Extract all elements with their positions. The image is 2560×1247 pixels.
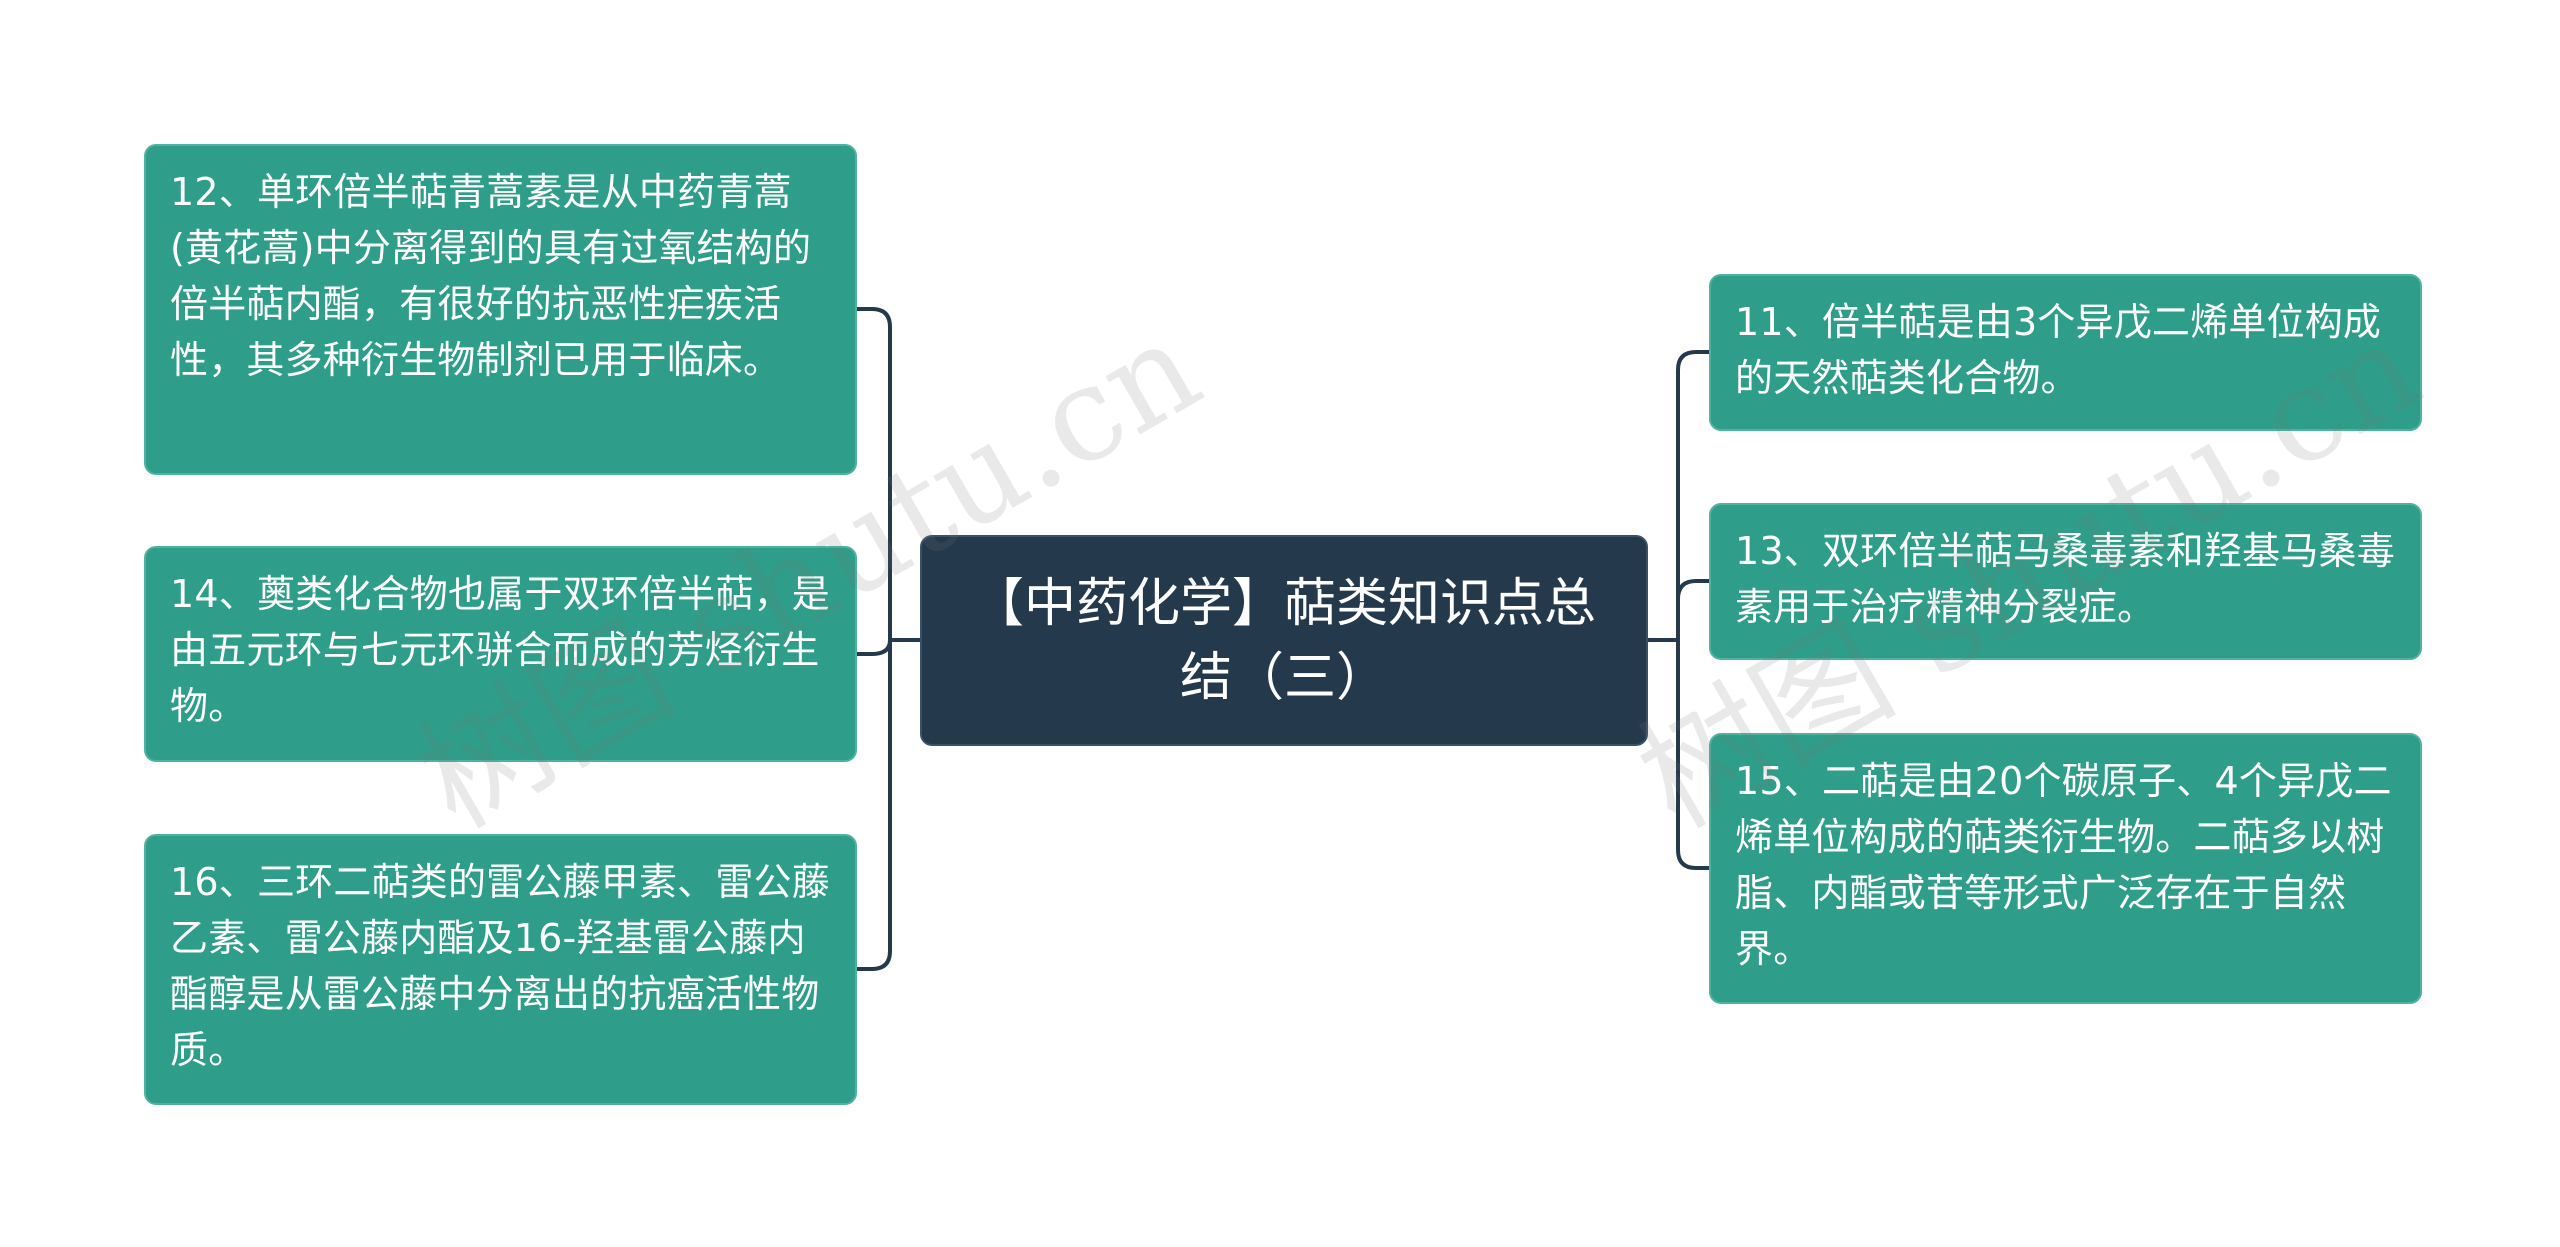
connector-left-to-node-12 (855, 307, 892, 642)
topic-node-12[interactable]: 12、单环倍半萜青蒿素是从中药青蒿(黄花蒿)中分离得到的具有过氧结构的倍半萜内酯… (144, 144, 857, 475)
topic-node-12-text: 12、单环倍半萜青蒿素是从中药青蒿(黄花蒿)中分离得到的具有过氧结构的倍半萜内酯… (170, 170, 812, 382)
topic-node-16-text: 16、三环二萜类的雷公藤甲素、雷公藤乙素、雷公藤内酯及16-羟基雷公藤内酯醇是从… (170, 860, 830, 1072)
topic-node-14[interactable]: 14、薁类化合物也属于双环倍半萜，是由五元环与七元环骈合而成的芳烃衍生物。 (144, 546, 857, 762)
connector-right-to-node-13 (1676, 579, 1711, 642)
topic-node-11[interactable]: 11、倍半萜是由3个异戊二烯单位构成的天然萜类化合物。 (1709, 274, 2422, 431)
topic-node-16[interactable]: 16、三环二萜类的雷公藤甲素、雷公藤乙素、雷公藤内酯及16-羟基雷公藤内酯醇是从… (144, 834, 857, 1105)
center-topic-title: 【中药化学】萜类知识点总结（三） (971, 573, 1596, 708)
connector-right-to-node-11 (1676, 350, 1711, 642)
topic-node-13-text: 13、双环倍半萜马桑毒素和羟基马桑毒素用于治疗精神分裂症。 (1735, 529, 2395, 629)
topic-node-11-text: 11、倍半萜是由3个异戊二烯单位构成的天然萜类化合物。 (1735, 300, 2382, 400)
connector-left-to-node-14 (855, 638, 892, 656)
connector-right-to-node-15 (1676, 638, 1711, 870)
topic-node-15[interactable]: 15、二萜是由20个碳原子、4个异戊二烯单位构成的萜类衍生物。二萜多以树脂、内酯… (1709, 733, 2422, 1004)
topic-node-13[interactable]: 13、双环倍半萜马桑毒素和羟基马桑毒素用于治疗精神分裂症。 (1709, 503, 2422, 660)
topic-node-15-text: 15、二萜是由20个碳原子、4个异戊二烯单位构成的萜类衍生物。二萜多以树脂、内酯… (1735, 759, 2392, 971)
connector-left-to-node-16 (855, 638, 892, 971)
center-topic[interactable]: 【中药化学】萜类知识点总结（三） (920, 535, 1648, 746)
topic-node-14-text: 14、薁类化合物也属于双环倍半萜，是由五元环与七元环骈合而成的芳烃衍生物。 (170, 572, 830, 728)
